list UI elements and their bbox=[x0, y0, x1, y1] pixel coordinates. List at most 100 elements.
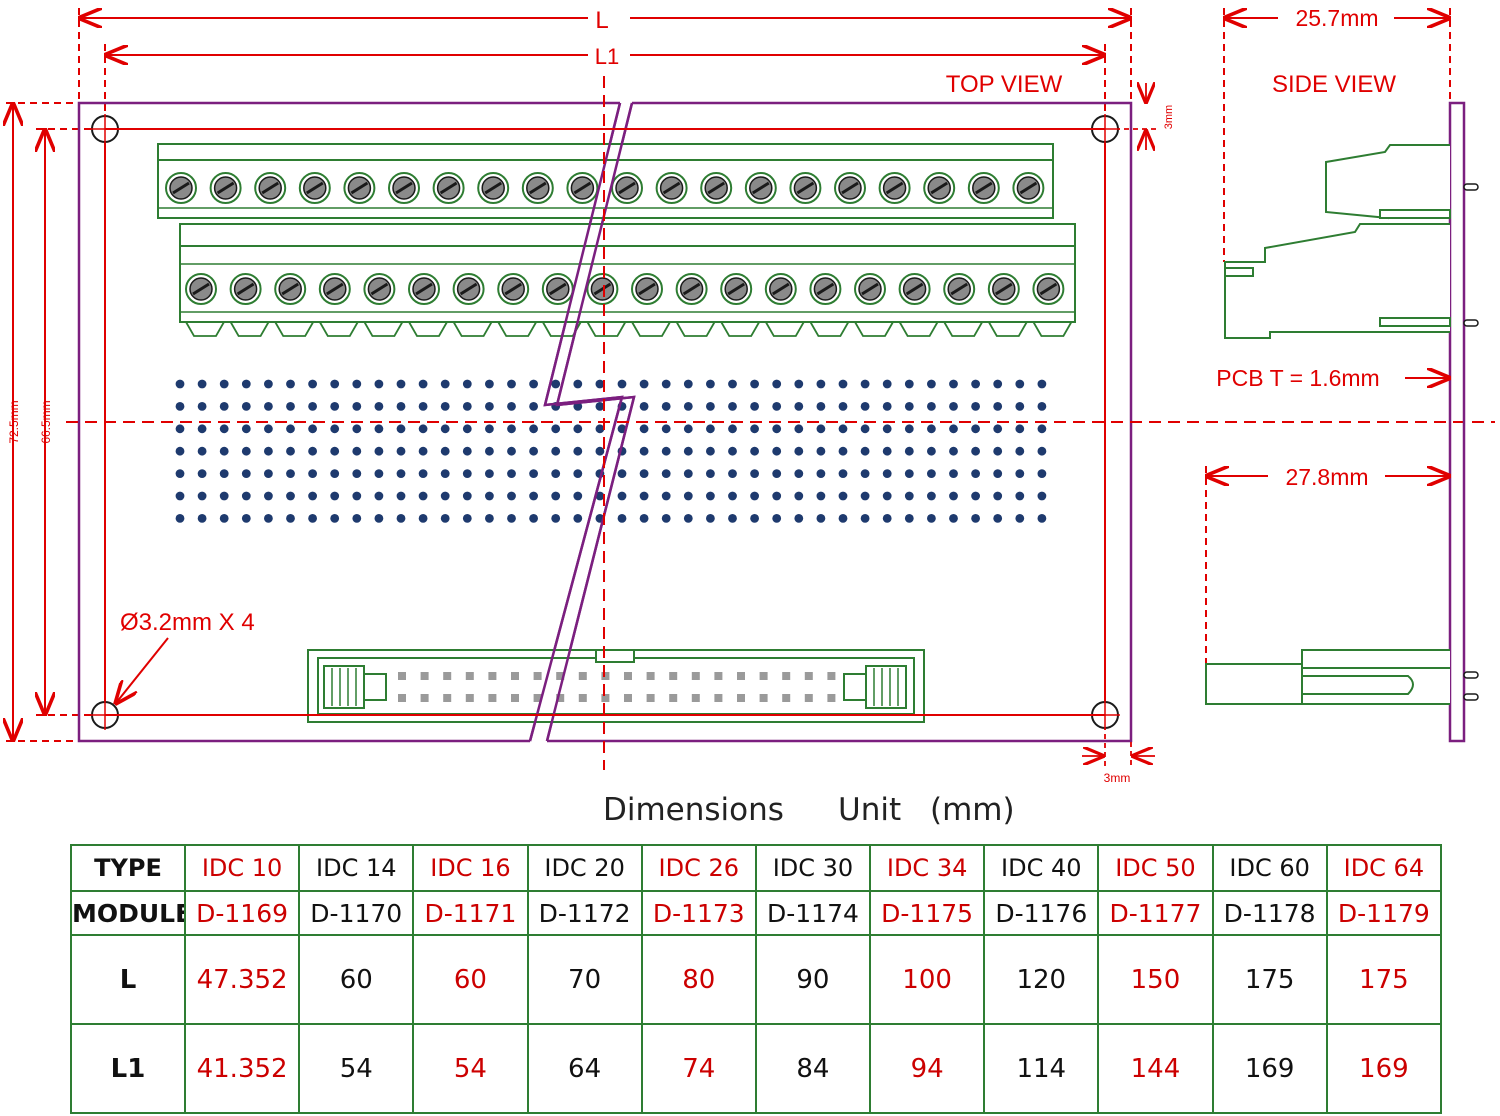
proto-hole bbox=[241, 514, 251, 523]
proto-hole bbox=[374, 491, 384, 501]
proto-hole bbox=[750, 469, 759, 478]
dimension-height-outer bbox=[6, 102, 78, 742]
table-cell: IDC 14 bbox=[298, 844, 415, 892]
terminal-screw bbox=[987, 273, 1020, 305]
proto-hole bbox=[418, 469, 428, 478]
table-cell: 60 bbox=[298, 934, 415, 1025]
proto-hole bbox=[860, 402, 870, 411]
idc-pin bbox=[624, 694, 632, 702]
table-cell: 114 bbox=[983, 1023, 1100, 1114]
idc-pin bbox=[691, 672, 700, 680]
idc-pin bbox=[465, 694, 474, 702]
proto-hole bbox=[462, 446, 472, 456]
proto-hole bbox=[927, 402, 936, 411]
dimension-margin-top bbox=[1106, 83, 1160, 150]
proto-hole bbox=[639, 402, 649, 411]
proto-hole bbox=[440, 514, 450, 523]
idc-pin bbox=[443, 672, 452, 680]
terminal-screw bbox=[923, 172, 956, 204]
proto-hole bbox=[219, 446, 229, 456]
terminal-screw bbox=[1032, 273, 1065, 305]
proto-hole bbox=[352, 424, 362, 434]
proto-hole bbox=[993, 402, 1003, 411]
idc-pin bbox=[714, 694, 723, 702]
terminal-screw bbox=[789, 172, 822, 204]
terminal-screw bbox=[363, 273, 396, 305]
top-view-label: TOP VIEW bbox=[946, 71, 1063, 98]
table-cell: 74 bbox=[640, 1023, 757, 1114]
proto-hole bbox=[927, 469, 936, 478]
idc-pin bbox=[533, 672, 542, 680]
proto-hole bbox=[197, 424, 207, 434]
proto-hole bbox=[595, 446, 605, 456]
proto-hole bbox=[308, 402, 317, 411]
proto-hole bbox=[507, 402, 516, 411]
proto-hole bbox=[175, 379, 185, 389]
terminal-tooth bbox=[452, 321, 493, 337]
table-cell: 90 bbox=[754, 934, 872, 1025]
table-cell: IDC 40 bbox=[983, 844, 1100, 892]
proto-hole bbox=[241, 491, 251, 501]
proto-hole bbox=[661, 491, 671, 501]
proto-hole bbox=[706, 469, 715, 478]
proto-hole bbox=[971, 402, 980, 411]
proto-hole bbox=[750, 424, 759, 434]
proto-hole bbox=[1015, 379, 1025, 389]
proto-hole bbox=[352, 514, 362, 523]
proto-hole bbox=[485, 514, 494, 523]
proto-hole bbox=[551, 424, 561, 434]
proto-hole bbox=[683, 424, 693, 434]
side-view-label: SIDE VIEW bbox=[1272, 71, 1396, 98]
idc-pin bbox=[578, 672, 587, 680]
proto-hole bbox=[860, 514, 870, 523]
terminal-screw bbox=[165, 172, 197, 204]
proto-hole bbox=[750, 402, 759, 411]
dimensions-heading: Dimensions Unit (mm) bbox=[0, 786, 1500, 836]
proto-hole bbox=[949, 514, 958, 523]
proto-hole bbox=[639, 379, 649, 389]
terminal-tooth bbox=[1032, 321, 1073, 337]
proto-hole bbox=[219, 379, 229, 389]
proto-hole bbox=[396, 402, 406, 411]
proto-hole bbox=[993, 514, 1003, 523]
proto-hole bbox=[507, 379, 516, 389]
proto-hole bbox=[772, 491, 782, 501]
proto-hole bbox=[816, 379, 826, 389]
proto-hole bbox=[418, 402, 428, 411]
proto-hole bbox=[904, 514, 914, 523]
proto-hole bbox=[661, 469, 671, 478]
terminal-screw bbox=[967, 172, 1000, 204]
idc-pin bbox=[669, 694, 678, 702]
proto-hole bbox=[860, 424, 870, 434]
row-label: MODULE bbox=[70, 890, 186, 936]
proto-hole bbox=[352, 379, 362, 389]
idc-pin bbox=[420, 672, 429, 680]
terminal-tooth bbox=[988, 321, 1028, 337]
proto-hole bbox=[728, 446, 737, 456]
proto-hole bbox=[264, 514, 273, 523]
terminal-screw bbox=[274, 273, 307, 305]
proto-hole bbox=[352, 402, 362, 411]
proto-hole bbox=[728, 491, 737, 501]
proto-hole bbox=[529, 424, 538, 434]
proto-hole bbox=[1037, 469, 1047, 478]
proto-hole bbox=[529, 514, 538, 523]
proto-hole bbox=[529, 446, 538, 456]
proto-hole bbox=[971, 469, 980, 478]
terminal-tooth bbox=[765, 321, 805, 337]
proto-hole bbox=[838, 491, 848, 501]
proto-hole bbox=[683, 446, 693, 456]
proto-hole bbox=[352, 491, 362, 501]
idc-pin bbox=[556, 672, 565, 680]
proto-hole bbox=[374, 469, 384, 478]
proto-hole bbox=[507, 446, 516, 456]
proto-hole bbox=[197, 469, 207, 478]
proto-hole bbox=[595, 402, 605, 411]
proto-hole bbox=[573, 514, 583, 523]
dimension-margin-bottom-label: 3mm bbox=[1104, 771, 1131, 785]
dimension-l-label: L bbox=[595, 7, 608, 34]
dimension-side-bottom bbox=[1205, 466, 1449, 664]
table-cell: D-1173 bbox=[640, 890, 757, 936]
